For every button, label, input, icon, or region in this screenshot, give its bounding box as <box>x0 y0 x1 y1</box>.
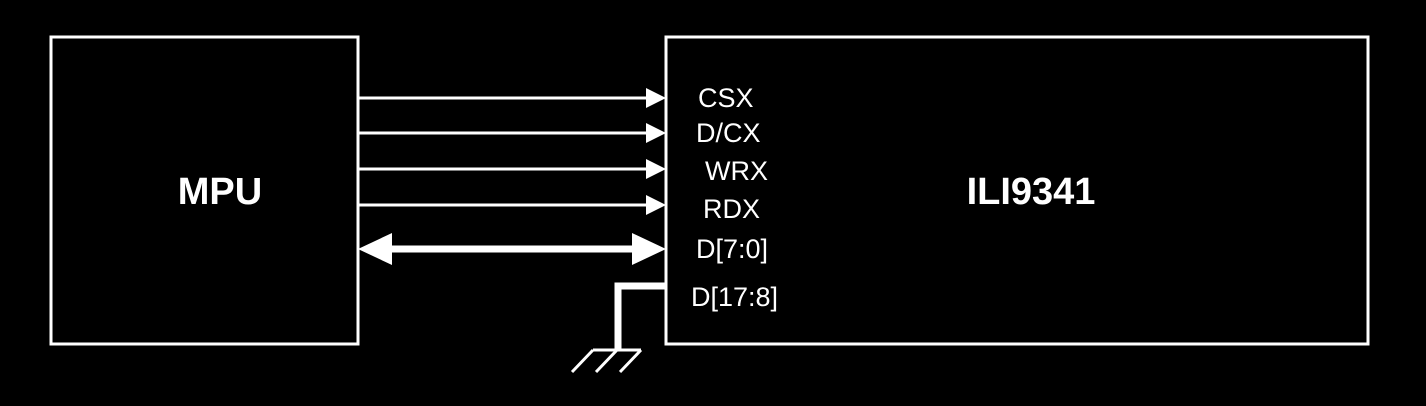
signal-dcx: D/CX <box>358 118 761 148</box>
ground-icon <box>570 348 643 374</box>
csx-label: CSX <box>698 83 754 113</box>
signal-d7-0-bus: D[7:0] <box>358 233 768 265</box>
d17-8-ground-wire <box>614 282 666 349</box>
signal-csx: CSX <box>358 83 754 113</box>
rdx-arrowhead <box>646 195 666 215</box>
dcx-label: D/CX <box>696 118 761 148</box>
signal-wrx: WRX <box>358 156 768 186</box>
d7-0-label: D[7:0] <box>696 234 768 264</box>
wrx-label: WRX <box>705 156 768 186</box>
ili9341-block: ILI9341 <box>664 35 1370 346</box>
d7-0-right-arrowhead <box>632 233 666 265</box>
mpu-label: MPU <box>178 171 262 213</box>
d7-0-left-arrowhead <box>358 233 392 265</box>
mpu-block: MPU <box>49 35 360 346</box>
ili9341-label: ILI9341 <box>967 171 1096 213</box>
mpu-box <box>49 35 360 346</box>
d17-8-label: D[17:8] <box>691 282 778 312</box>
signal-d17-8: D[17:8] <box>570 282 778 374</box>
signal-rdx: RDX <box>358 194 760 224</box>
wrx-arrowhead <box>646 159 666 179</box>
rdx-label: RDX <box>703 194 760 224</box>
csx-arrowhead <box>646 88 666 108</box>
ili9341-box <box>664 35 1370 346</box>
dcx-arrowhead <box>646 123 666 143</box>
